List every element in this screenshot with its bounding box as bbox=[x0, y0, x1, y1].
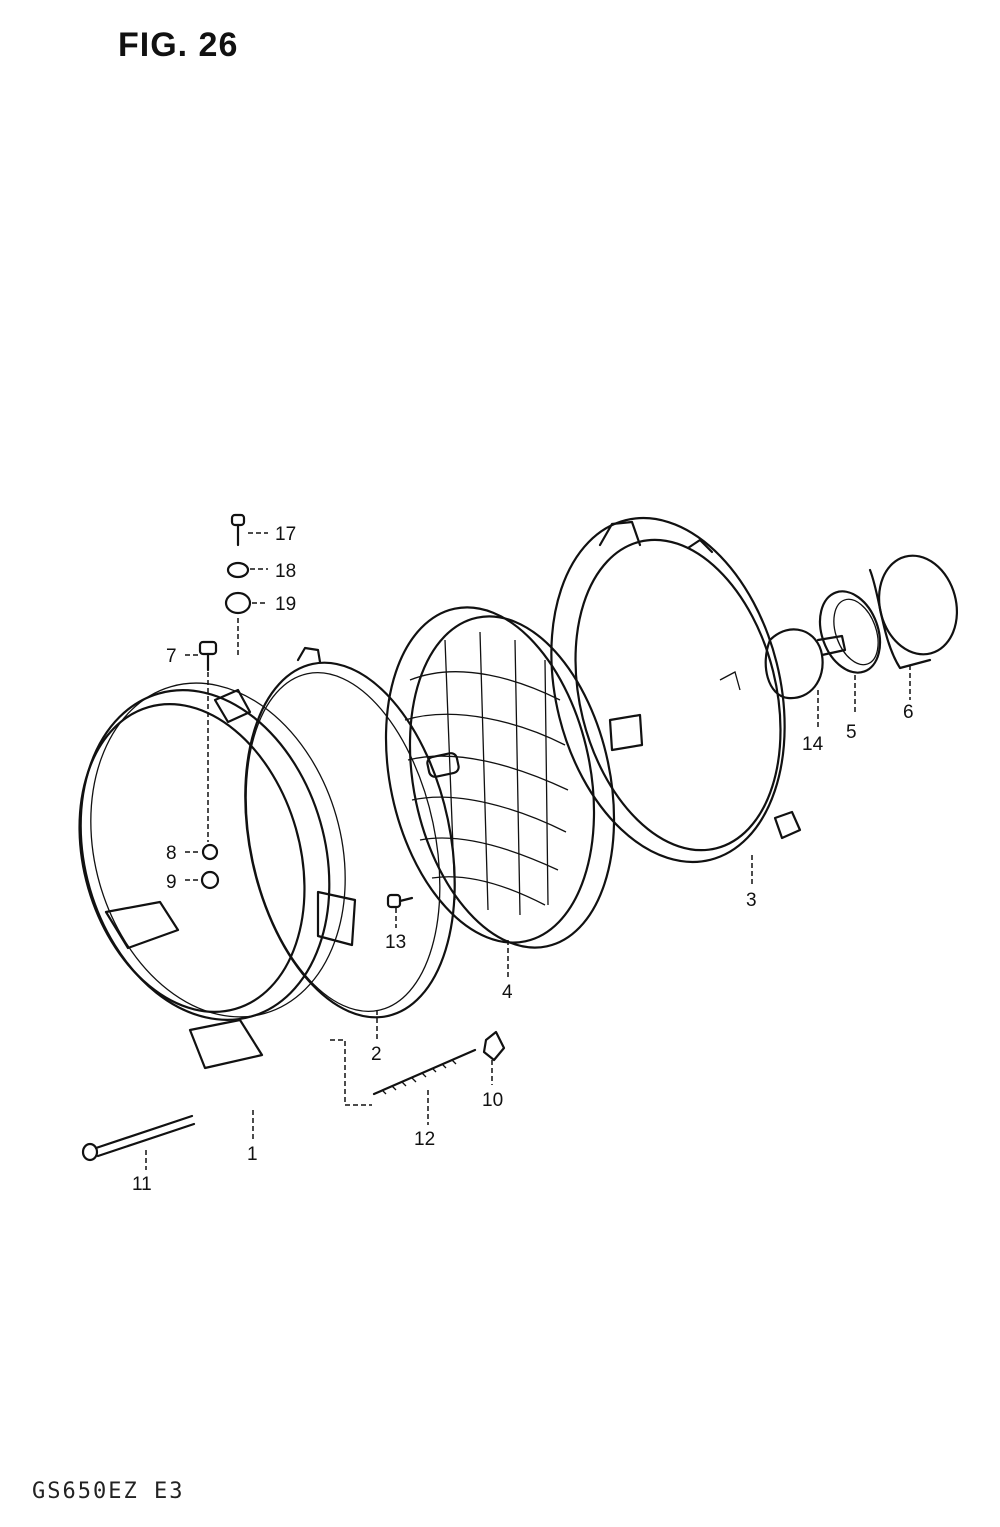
part-3-housing bbox=[550, 516, 802, 864]
leader-lines bbox=[145, 532, 911, 1170]
callout-labels: 17 18 19 7 8 9 1 2 3 4 5 6 14 13 10 12 1… bbox=[132, 524, 914, 1195]
part-8-nut bbox=[201, 843, 219, 861]
callout-10: 10 bbox=[482, 1090, 503, 1111]
callout-13: 13 bbox=[385, 932, 406, 953]
part-6-cover bbox=[868, 554, 959, 670]
figure-title: FIG. 26 bbox=[118, 26, 239, 64]
callout-8: 8 bbox=[166, 843, 177, 864]
part-17-screw bbox=[230, 513, 246, 547]
part-9-nut bbox=[200, 870, 220, 890]
callout-3: 3 bbox=[746, 890, 757, 911]
part-2-ring bbox=[244, 646, 456, 1019]
callout-19: 19 bbox=[275, 594, 296, 615]
callout-9: 9 bbox=[166, 872, 177, 893]
callout-6: 6 bbox=[903, 702, 914, 723]
part-19-nut bbox=[224, 591, 252, 615]
callout-7: 7 bbox=[166, 646, 177, 667]
callout-12: 12 bbox=[414, 1129, 435, 1150]
part-12-adjuster bbox=[372, 1048, 477, 1096]
part-11-bolt bbox=[81, 1114, 196, 1162]
callout-14: 14 bbox=[802, 734, 824, 755]
part-4-sealed-beam bbox=[384, 606, 644, 949]
callout-17: 17 bbox=[275, 524, 296, 545]
part-10-nut bbox=[482, 1030, 506, 1062]
callout-5: 5 bbox=[846, 722, 857, 743]
callout-2: 2 bbox=[371, 1044, 382, 1065]
part-18-washer bbox=[226, 561, 250, 579]
part-14-bulb bbox=[764, 628, 847, 700]
callout-18: 18 bbox=[275, 561, 296, 582]
part-5-socket bbox=[818, 590, 882, 674]
footer-model-code: GS650EZ E3 bbox=[32, 1479, 185, 1504]
callout-1: 1 bbox=[247, 1144, 258, 1165]
part-1-rim bbox=[78, 682, 346, 1070]
callout-11: 11 bbox=[132, 1174, 152, 1195]
part-13-screw bbox=[386, 893, 414, 909]
part-7-screw bbox=[198, 640, 218, 672]
callout-4: 4 bbox=[502, 982, 513, 1003]
